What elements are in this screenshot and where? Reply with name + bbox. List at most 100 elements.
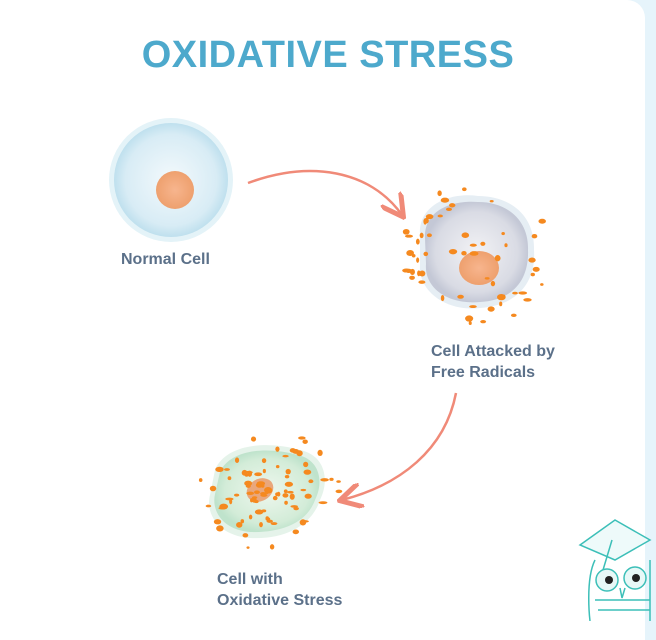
free-radical-particle [501, 294, 506, 298]
attacked-cell-label-line1: Cell Attacked by [431, 343, 555, 360]
free-radical-particle [300, 488, 307, 492]
free-radical-particle [286, 490, 294, 494]
free-radical-particle [484, 277, 490, 280]
free-radical-particle [409, 275, 415, 280]
free-radical-particle [269, 544, 275, 550]
free-radical-particle [440, 197, 450, 203]
free-radical-particle [216, 525, 224, 532]
arrow-normal-to-attacked [247, 169, 402, 215]
free-radical-particle [254, 500, 259, 504]
free-radical-particle [445, 207, 452, 211]
owl-graduate-icon [578, 519, 652, 621]
free-radical-particle [404, 234, 414, 238]
free-radical-particle [501, 232, 505, 236]
free-radical-particle [308, 479, 314, 484]
free-radical-particle [283, 489, 288, 494]
free-radical-particle [480, 319, 487, 324]
free-radical-particle [416, 257, 420, 263]
free-radical-particle [248, 514, 253, 520]
free-radical-particle [494, 255, 501, 262]
free-radical-particle [402, 268, 411, 273]
free-radical-particle [504, 243, 508, 248]
free-radical-particle [303, 461, 309, 468]
free-radical-particle [261, 458, 267, 464]
free-radical-particle [205, 504, 212, 508]
free-radical-particle [224, 468, 230, 471]
free-radical-particle [318, 501, 328, 505]
free-radical-particle [425, 214, 434, 220]
nucleus [156, 171, 194, 209]
free-radical-particle [440, 295, 445, 302]
free-radical-particle [234, 457, 240, 463]
free-radical-particle [284, 474, 290, 479]
free-radical-particle [465, 315, 474, 322]
free-radical-particle [530, 272, 535, 277]
free-radical-particle [469, 251, 479, 256]
free-radical-particle [457, 294, 464, 299]
free-radical-particle [284, 500, 288, 505]
free-radical-particle [423, 218, 427, 225]
free-radical-particle [266, 487, 271, 493]
free-radical-particle [218, 506, 226, 510]
free-radical-particle [468, 321, 472, 326]
diagram-title: OXIDATIVE STRESS [141, 34, 515, 76]
free-radical-particle [213, 519, 222, 525]
free-radical-particle [512, 291, 518, 295]
stressed-cell-label-line2: Oxidative Stress [217, 592, 343, 609]
free-radical-particle [299, 519, 307, 526]
free-radical-particle [275, 464, 280, 469]
free-radical-particle [259, 522, 263, 528]
free-radical-particle [229, 498, 233, 505]
free-radical-particle [266, 517, 271, 521]
free-radical-particle [209, 485, 217, 492]
free-radical-particle [480, 241, 486, 246]
free-radical-particle [402, 228, 410, 235]
free-radical-particle [234, 493, 240, 497]
free-radical-particle [336, 480, 341, 483]
free-radical-particle [282, 454, 289, 458]
free-radical-particle [437, 190, 442, 197]
free-radical-particle [518, 291, 528, 295]
free-radical-particle [276, 491, 281, 497]
free-radical-particle [540, 283, 544, 286]
free-radical-particle [275, 446, 280, 452]
free-radical-particle [419, 232, 424, 239]
free-radical-particle [499, 301, 503, 307]
free-radical-particle [246, 546, 250, 549]
free-radical-particle [284, 481, 294, 487]
free-radical-particle [256, 481, 266, 486]
free-radical-particle [270, 522, 278, 526]
free-radical-particle [282, 493, 289, 498]
free-radical-particle [418, 280, 426, 284]
stressed-cell [198, 436, 343, 550]
free-radical-particle [510, 313, 517, 317]
free-radical-particle [437, 214, 443, 218]
free-radical-particle [298, 436, 306, 440]
free-radical-particle [419, 270, 426, 277]
normal-cell-label: Normal Cell [121, 251, 210, 268]
stressed-cell-label-line1: Cell with [217, 571, 283, 588]
free-radical-particle [215, 466, 224, 473]
free-radical-particle [244, 470, 253, 474]
free-radical-particle [285, 468, 291, 475]
free-radical-particle [409, 268, 415, 276]
free-radical-particle [254, 509, 264, 515]
free-radical-particle [242, 533, 249, 538]
free-radical-particle [240, 519, 245, 524]
free-radical-particle [528, 257, 536, 263]
free-radical-particle [236, 522, 243, 528]
free-radical-particle [490, 280, 496, 287]
free-radical-particle [406, 249, 415, 257]
free-radical-particle [292, 449, 300, 454]
free-radical-particle [317, 449, 323, 456]
free-radical-particle [292, 529, 300, 535]
free-radical-particle [272, 495, 278, 501]
free-radical-particle [469, 243, 477, 247]
free-radical-particle [303, 469, 312, 475]
attacked-cell-label-line2: Free Radicals [431, 364, 536, 381]
free-radical-particle [531, 234, 538, 239]
nucleus [459, 251, 499, 285]
free-radical-particle [320, 478, 329, 482]
free-radical-particle [250, 436, 257, 442]
free-radical-particle [198, 478, 203, 482]
